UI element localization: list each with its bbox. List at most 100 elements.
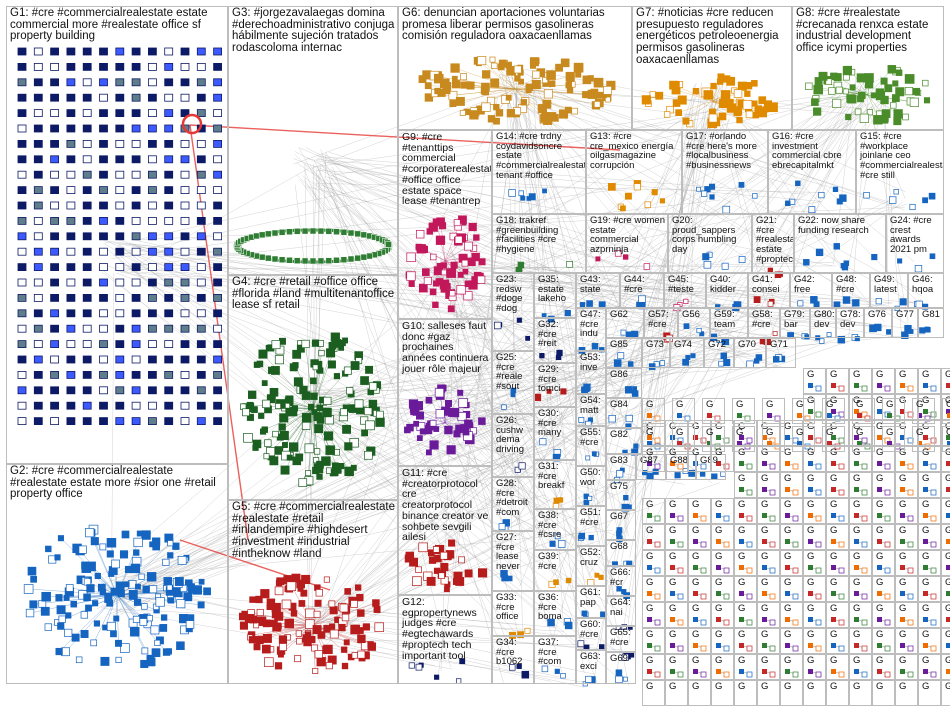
- small-group-cell: G: [732, 426, 755, 452]
- group-panel-g75: G75: [606, 480, 636, 510]
- small-group-label: G: [945, 526, 950, 536]
- small-group-label: G: [692, 604, 708, 614]
- small-group-label: G: [784, 630, 800, 640]
- small-group-label: G: [945, 552, 950, 562]
- small-group-cell: G: [872, 498, 895, 524]
- small-group-cell: G: [895, 680, 918, 706]
- small-group-cell: G: [918, 680, 941, 706]
- group-label-g75: G75: [610, 482, 633, 492]
- group-label-g4: G4: #cre #retail #office office #florida…: [232, 277, 395, 312]
- group-panel-g46: G46: hqoa: [908, 273, 944, 308]
- group-label-g22: G22: now share funding research: [798, 216, 883, 235]
- group-label-g43: G43: state: [580, 275, 617, 294]
- group-label-g58: G58: #cre: [752, 310, 777, 329]
- group-panel-g39: G39: #cre: [534, 550, 576, 591]
- small-group-label: G: [738, 526, 754, 536]
- small-group-label: G: [761, 682, 777, 692]
- group-label-g20: G20: proud_sappers corps humbling day: [672, 216, 749, 255]
- group-label-g82: G82: [610, 430, 639, 440]
- small-group-cell: G: [826, 498, 849, 524]
- small-group-label: G: [853, 630, 869, 640]
- group-label-g63: G63: exci: [580, 652, 603, 671]
- group-panel-g81: G81: [918, 308, 944, 338]
- small-group-cell: G: [942, 426, 950, 452]
- small-group-cell: G: [688, 498, 711, 524]
- small-group-label: G: [853, 370, 869, 380]
- group-panel-g25: G25: #cre #reale #sout: [492, 351, 534, 414]
- small-group-cell: G: [849, 680, 872, 706]
- small-group-label: G: [736, 400, 752, 410]
- group-panel-g73: G73: [642, 338, 670, 368]
- group-panel-g56: G56: [678, 308, 710, 338]
- group-label-g3: G3: #jorgezavalaegas domina #derechoadmi…: [232, 8, 395, 55]
- small-group-cell: G: [803, 550, 826, 576]
- small-group-label: G: [922, 578, 938, 588]
- small-group-cell: G: [711, 680, 734, 706]
- group-label-g86: G86: [610, 370, 639, 380]
- small-group-label: G: [899, 682, 915, 692]
- group-label-g25: G25: #cre #reale #sout: [496, 353, 531, 392]
- small-group-cell: G: [941, 680, 950, 706]
- small-group-cell: G: [872, 576, 895, 602]
- small-group-cell: G: [672, 398, 695, 424]
- small-group-label: G: [784, 656, 800, 666]
- small-group-label: G: [669, 656, 685, 666]
- group-label-g51: G51: #cre: [580, 508, 603, 527]
- small-group-cell: G: [734, 602, 757, 628]
- small-group-cell: G: [872, 602, 895, 628]
- small-group-cell: G: [780, 498, 803, 524]
- group-panel-g10: G10: salleses faut donc #gaz prochaines …: [398, 319, 492, 466]
- small-group-cell: G: [852, 426, 875, 452]
- small-group-cell: G: [665, 602, 688, 628]
- group-panel-g60: G60: #cre: [576, 618, 606, 650]
- small-group-cell: G: [941, 576, 950, 602]
- small-group-cell: G: [912, 426, 935, 452]
- small-group-cell: G: [757, 498, 780, 524]
- small-group-cell: G: [882, 426, 905, 452]
- group-panel-g18: G18: trakref #greenbuilding #facilities …: [492, 214, 586, 273]
- small-group-label: G: [807, 682, 823, 692]
- small-group-cell: G: [849, 498, 872, 524]
- small-group-cell: G: [895, 576, 918, 602]
- small-group-cell: G: [803, 602, 826, 628]
- group-panel-g24: G24: #cre crest awards 2021 pm: [886, 214, 944, 273]
- small-group-label: G: [876, 682, 892, 692]
- small-group-label: G: [876, 630, 892, 640]
- group-label-g59: G59: team: [714, 310, 745, 329]
- group-panel-g72: G72: [704, 338, 734, 368]
- small-group-cell: G: [826, 524, 849, 550]
- group-panel-g84: G84: [606, 398, 642, 428]
- small-group-cell: G: [826, 368, 849, 394]
- group-panel-g50: G50: wor: [576, 466, 606, 506]
- small-group-cell: G: [762, 426, 785, 452]
- small-group-label: G: [784, 604, 800, 614]
- small-group-label: G: [945, 604, 950, 614]
- small-group-cell: G: [762, 398, 785, 424]
- small-group-label: G: [692, 526, 708, 536]
- group-panel-g41: G41: consei: [748, 273, 790, 308]
- group-label-g11: G11: #cre #creatorprotocol cre creatorpr…: [402, 468, 489, 543]
- small-group-label: G: [945, 500, 950, 510]
- small-group-label: G: [856, 400, 872, 410]
- small-group-label: G: [646, 656, 662, 666]
- small-group-label: G: [738, 682, 754, 692]
- group-label-g55: G55: #cre: [580, 428, 603, 447]
- small-group-cell: G: [642, 602, 665, 628]
- group-label-g42: G42: free: [794, 275, 829, 294]
- small-group-label: G: [945, 578, 950, 588]
- small-group-cell: G: [803, 472, 826, 498]
- small-group-cell: G: [849, 576, 872, 602]
- small-group-label: G: [692, 500, 708, 510]
- group-panel-g67: G67: [606, 510, 636, 540]
- small-group-label: G: [899, 630, 915, 640]
- small-group-label: G: [784, 682, 800, 692]
- group-label-g61: G61: pap: [580, 588, 603, 607]
- group-panel-g4: G4: #cre #retail #office office #florida…: [228, 275, 398, 500]
- group-label-g49: G49: latest: [874, 275, 905, 294]
- small-group-label: G: [946, 428, 950, 438]
- small-group-cell: G: [872, 628, 895, 654]
- small-group-cell: G: [941, 498, 950, 524]
- group-label-g85: G85: [610, 340, 639, 350]
- small-group-label: G: [738, 630, 754, 640]
- small-group-cell: G: [711, 576, 734, 602]
